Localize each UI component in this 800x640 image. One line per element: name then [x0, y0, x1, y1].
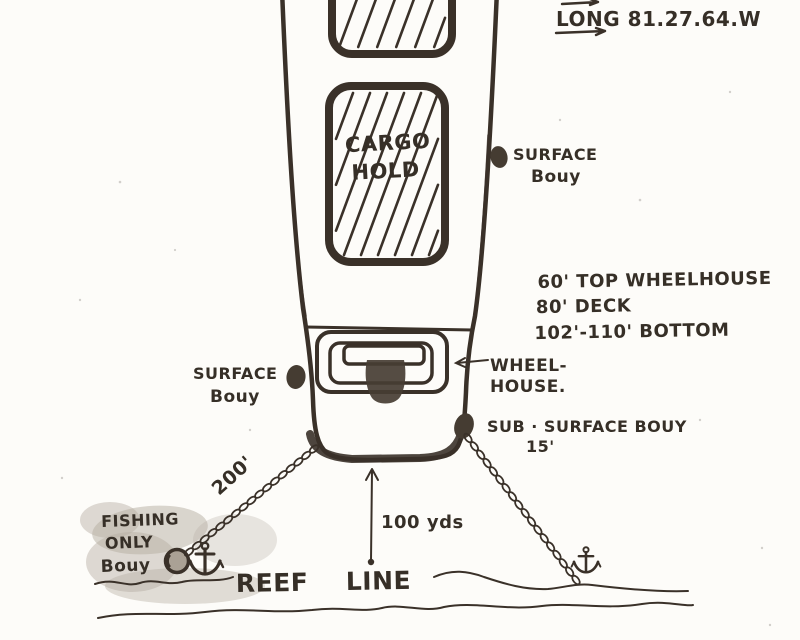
port-surface-buoy-label-line2: Bouy [210, 387, 260, 407]
depth-notes: 60' TOP WHEELHOUSE 80' DECK 102'-110' BO… [534, 268, 772, 344]
forward-hold-outline [328, 0, 456, 58]
sub-surface-buoy-label: SUB · SURFACE BOUY [487, 417, 687, 436]
fishing-buoy-label-line3: Bouy [100, 555, 150, 577]
wheelhouse-label-line1: WHEEL- [490, 356, 567, 376]
cargo-hold-outline [325, 82, 449, 266]
fishing-buoy-label-line2: ONLY [105, 532, 154, 553]
reef-wave-left [94, 576, 234, 586]
port-anchor-icon [185, 541, 225, 576]
forward-hold [328, 0, 456, 58]
reef-label-word2: LINE [346, 566, 412, 596]
starboard-surface-buoy-label-line2: Bouy [531, 167, 581, 187]
chain-length-label: 200' [208, 452, 258, 500]
reef-line-waves [94, 570, 694, 619]
distance-to-reef-label: 100 yds [381, 512, 464, 533]
fishing-buoy-label-line1: FISHING [101, 509, 179, 531]
starboard-anchor-chain [463, 432, 581, 586]
depth-top-wheelhouse: 60' TOP WHEELHOUSE [537, 268, 771, 293]
hull-bottom-heavy-stroke [306, 430, 465, 464]
depth-bottom: 102'-110' BOTTOM [534, 320, 729, 344]
starboard-surface-buoy-dot [490, 146, 508, 168]
wheelhouse-label-line2: HOUSE. [490, 377, 566, 397]
paper-speckles [60, 90, 772, 627]
wheelhouse [315, 330, 449, 404]
sub-surface-buoy-dot [454, 413, 474, 439]
longitude-underline-arrow [554, 26, 607, 37]
starboard-surface-buoy-label-line1: SURFACE [513, 145, 597, 164]
port-anchor-chain [183, 444, 320, 557]
reef-wave-right [433, 570, 689, 593]
port-surface-buoy-dot [286, 365, 306, 389]
deck-line [304, 325, 475, 332]
starboard-anchor-icon [570, 546, 602, 574]
port-surface-buoy-label-line1: SURFACE [193, 364, 277, 383]
reef-distance-arrow [365, 468, 379, 566]
longitude-text: LONG 81.27.64.W [556, 7, 761, 31]
reef-label-word1: REEF [236, 568, 309, 598]
wheelhouse-leader-line [453, 357, 489, 368]
cargo-hold-label-line1: CARGO [344, 129, 431, 157]
longitude-note: LONG 81.27.64.W [554, 0, 761, 37]
cargo-hold: CARGO HOLD [325, 82, 449, 266]
wheelhouse-callout: WHEEL- HOUSE. [453, 356, 567, 397]
forward-hold-hatching [337, 0, 447, 49]
hull-left-inner-line [289, 134, 307, 317]
top-underline-arrow-fragment [560, 0, 600, 7]
wheelhouse-hatch-shape [365, 360, 406, 404]
cargo-hold-hatching [334, 91, 440, 257]
depth-deck: 80' DECK [536, 295, 632, 318]
sub-surface-buoy-depth: 15' [526, 437, 555, 456]
hull-right-inner-line [473, 134, 489, 319]
seabed-wave-long [97, 601, 694, 619]
fishing-buoy-ring [163, 547, 191, 575]
fishing-only-buoy-note: FISHING ONLY Bouy [100, 509, 179, 577]
cargo-hold-label-line2: HOLD [351, 157, 420, 185]
